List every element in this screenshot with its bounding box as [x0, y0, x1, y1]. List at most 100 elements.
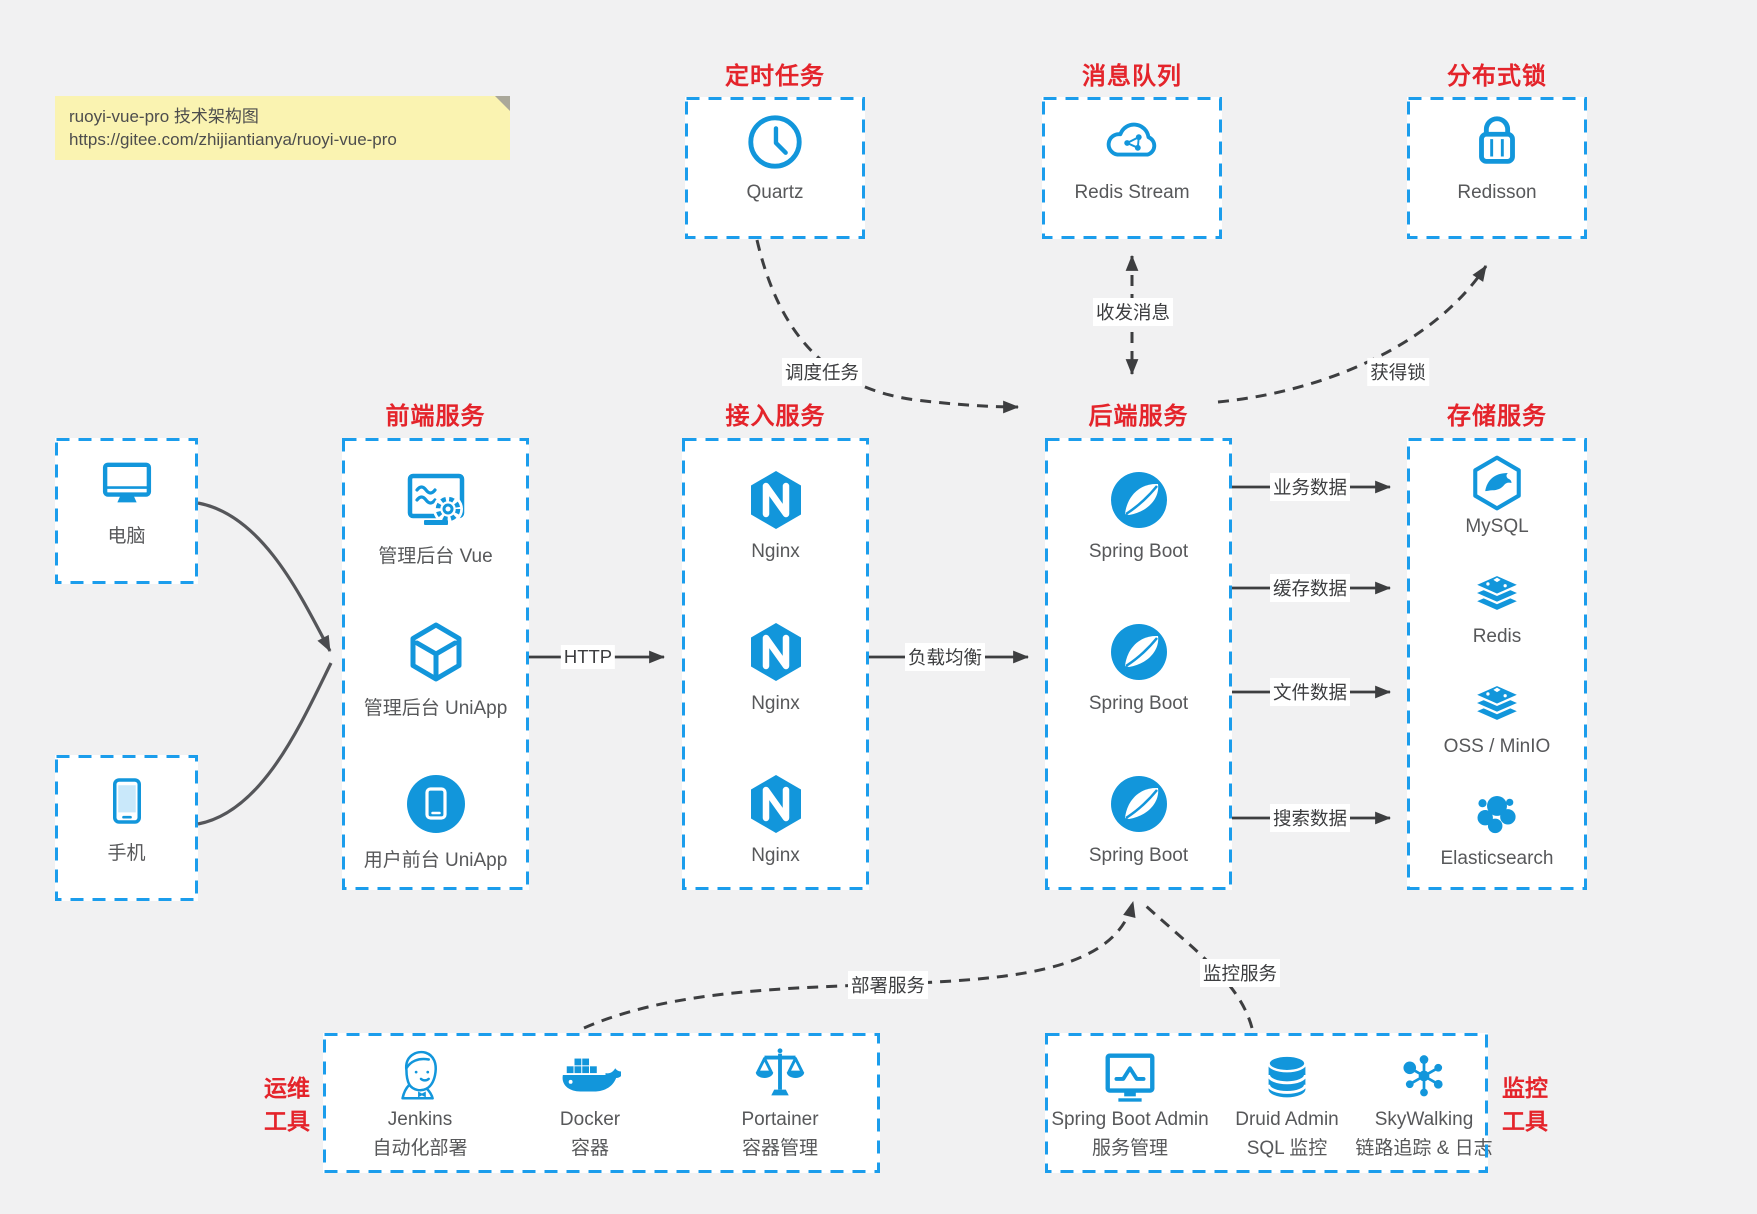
node-label: Nginx — [751, 541, 800, 562]
node-nginx-2: Nginx — [682, 604, 869, 715]
node-label: Spring Boot — [1088, 541, 1189, 562]
group-box-message-queue: Redis Stream — [1042, 97, 1222, 239]
node-label: 管理后台 Vue — [378, 546, 493, 567]
node-phone: 手机 — [55, 755, 198, 901]
group-title-frontend: 前端服务 — [385, 403, 486, 430]
node-admin-vue: 管理后台 Vue — [342, 452, 529, 568]
ops-title-line1: 运维 — [264, 1075, 310, 1101]
node-sublabel: 容器管理 — [741, 1138, 818, 1159]
node-oss-minio: OSS / MinIO — [1407, 668, 1587, 758]
node-label: Nginx — [751, 845, 800, 866]
group-title-ops-tools: 运维工具 — [233, 1072, 310, 1138]
nginx-icon — [744, 772, 808, 836]
group-box-scheduled-task: Quartz — [685, 97, 865, 239]
node-label: Elasticsearch — [1440, 848, 1554, 869]
node-label: 电脑 — [107, 526, 146, 547]
node-redis-stream: Redis Stream — [1042, 97, 1222, 239]
node-sublabel: 链路追踪 & 日志 — [1355, 1138, 1493, 1159]
node-label: Redis Stream — [1074, 182, 1190, 203]
topology-icon — [1393, 1045, 1455, 1107]
docker-icon — [559, 1045, 621, 1107]
node-portainer: Portainer 容器管理 — [670, 1043, 890, 1160]
portainer-icon — [749, 1045, 811, 1107]
group-title-gateway: 接入服务 — [725, 403, 826, 430]
node-elasticsearch: Elasticsearch — [1407, 780, 1587, 870]
ops-title-line2: 工具 — [264, 1108, 310, 1134]
node-label: 用户前台 UniApp — [363, 850, 508, 871]
monitor-title-line2: 工具 — [1502, 1108, 1548, 1134]
node-label: Nginx — [751, 693, 800, 714]
edge-label-acquire-lock: 获得锁 — [1367, 358, 1429, 386]
group-title-message-queue: 消息队列 — [1082, 63, 1182, 90]
group-title-storage: 存储服务 — [1447, 403, 1547, 430]
note-url: https://gitee.com/zhijiantianya/ruoyi-vu… — [69, 130, 397, 149]
mysql-icon — [1468, 454, 1526, 512]
user-app-icon — [404, 772, 468, 836]
group-title-monitor-tools: 监控工具 — [1502, 1072, 1592, 1138]
node-label: Redisson — [1457, 182, 1537, 203]
group-box-storage: MySQL Redis OSS / MinIO Elasticsearch — [1407, 438, 1587, 890]
node-pc: 电脑 — [55, 438, 198, 584]
cloud-network-icon — [1101, 111, 1163, 173]
node-quartz: Quartz — [685, 97, 865, 239]
clock-icon — [744, 111, 806, 173]
edge-label-deploy: 部署服务 — [847, 971, 929, 999]
node-label: OSS / MinIO — [1443, 736, 1551, 757]
edge-label-messaging: 收发消息 — [1092, 298, 1174, 326]
node-docker: Docker 容器 — [480, 1043, 700, 1160]
group-box-backend: Spring Boot Spring Boot Spring Boot — [1045, 438, 1232, 890]
node-label: Quartz — [746, 182, 804, 203]
admin-vue-icon — [404, 468, 468, 532]
sticky-note: ruoyi-vue-pro 技术架构图 https://gitee.com/zh… — [55, 96, 510, 160]
node-redis: Redis — [1407, 558, 1587, 648]
oss-stack-icon — [1468, 674, 1526, 732]
edge-label-search-data: 搜索数据 — [1269, 804, 1351, 832]
group-title-backend: 后端服务 — [1088, 403, 1189, 430]
node-nginx-3: Nginx — [682, 756, 869, 867]
spring-boot-icon — [1107, 772, 1171, 836]
device-box-pc: 电脑 — [55, 438, 198, 584]
edge-label-schedule: 调度任务 — [781, 358, 863, 386]
node-spring-boot-2: Spring Boot — [1045, 604, 1232, 715]
node-label: 手机 — [107, 843, 146, 864]
edge-deploy — [583, 900, 1136, 1030]
database-icon — [1256, 1045, 1318, 1107]
note-title: ruoyi-vue-pro 技术架构图 — [69, 107, 259, 126]
node-mysql: MySQL — [1407, 448, 1587, 538]
node-redisson: Redisson — [1407, 97, 1587, 239]
desktop-icon — [99, 456, 155, 512]
node-spring-boot-1: Spring Boot — [1045, 452, 1232, 563]
edge-label-monitor: 监控服务 — [1199, 959, 1281, 987]
device-box-phone: 手机 — [55, 755, 198, 901]
edge-label-file-data: 文件数据 — [1269, 678, 1351, 706]
node-label: Spring Boot — [1088, 693, 1189, 714]
uniapp-cube-icon — [404, 620, 468, 684]
edge-pc-to-frontend — [197, 501, 332, 652]
monitor-title-line1: 监控 — [1502, 1075, 1548, 1101]
group-box-gateway: Nginx Nginx Nginx — [682, 438, 869, 890]
edge-label-http: HTTP — [560, 645, 616, 669]
jenkins-icon — [389, 1045, 451, 1107]
phone-icon — [99, 773, 155, 829]
node-sublabel: 容器 — [570, 1138, 609, 1159]
nginx-icon — [744, 468, 808, 532]
node-admin-uniapp: 管理后台 UniApp — [342, 604, 529, 720]
edge-phone-to-frontend — [197, 662, 333, 826]
monitor-chart-icon — [1099, 1045, 1161, 1107]
elasticsearch-icon — [1468, 786, 1526, 844]
edge-acquire-lock — [1217, 265, 1488, 404]
node-spring-boot-3: Spring Boot — [1045, 756, 1232, 867]
node-label: SkyWalking — [1374, 1109, 1474, 1130]
spring-boot-icon — [1107, 468, 1171, 532]
node-label: Redis — [1472, 626, 1522, 647]
redis-stack-icon — [1468, 564, 1526, 622]
node-user-uniapp: 用户前台 UniApp — [342, 756, 529, 872]
edge-label-business-data: 业务数据 — [1269, 473, 1351, 501]
node-nginx-1: Nginx — [682, 452, 869, 563]
edge-label-load-balance: 负载均衡 — [904, 643, 986, 671]
node-skywalking: SkyWalking 链路追踪 & 日志 — [1314, 1043, 1534, 1160]
lock-icon — [1466, 111, 1528, 173]
group-box-ops-tools: Jenkins 自动化部署 Docker 容器 Portainer 容器管理 — [323, 1033, 880, 1173]
nginx-icon — [744, 620, 808, 684]
